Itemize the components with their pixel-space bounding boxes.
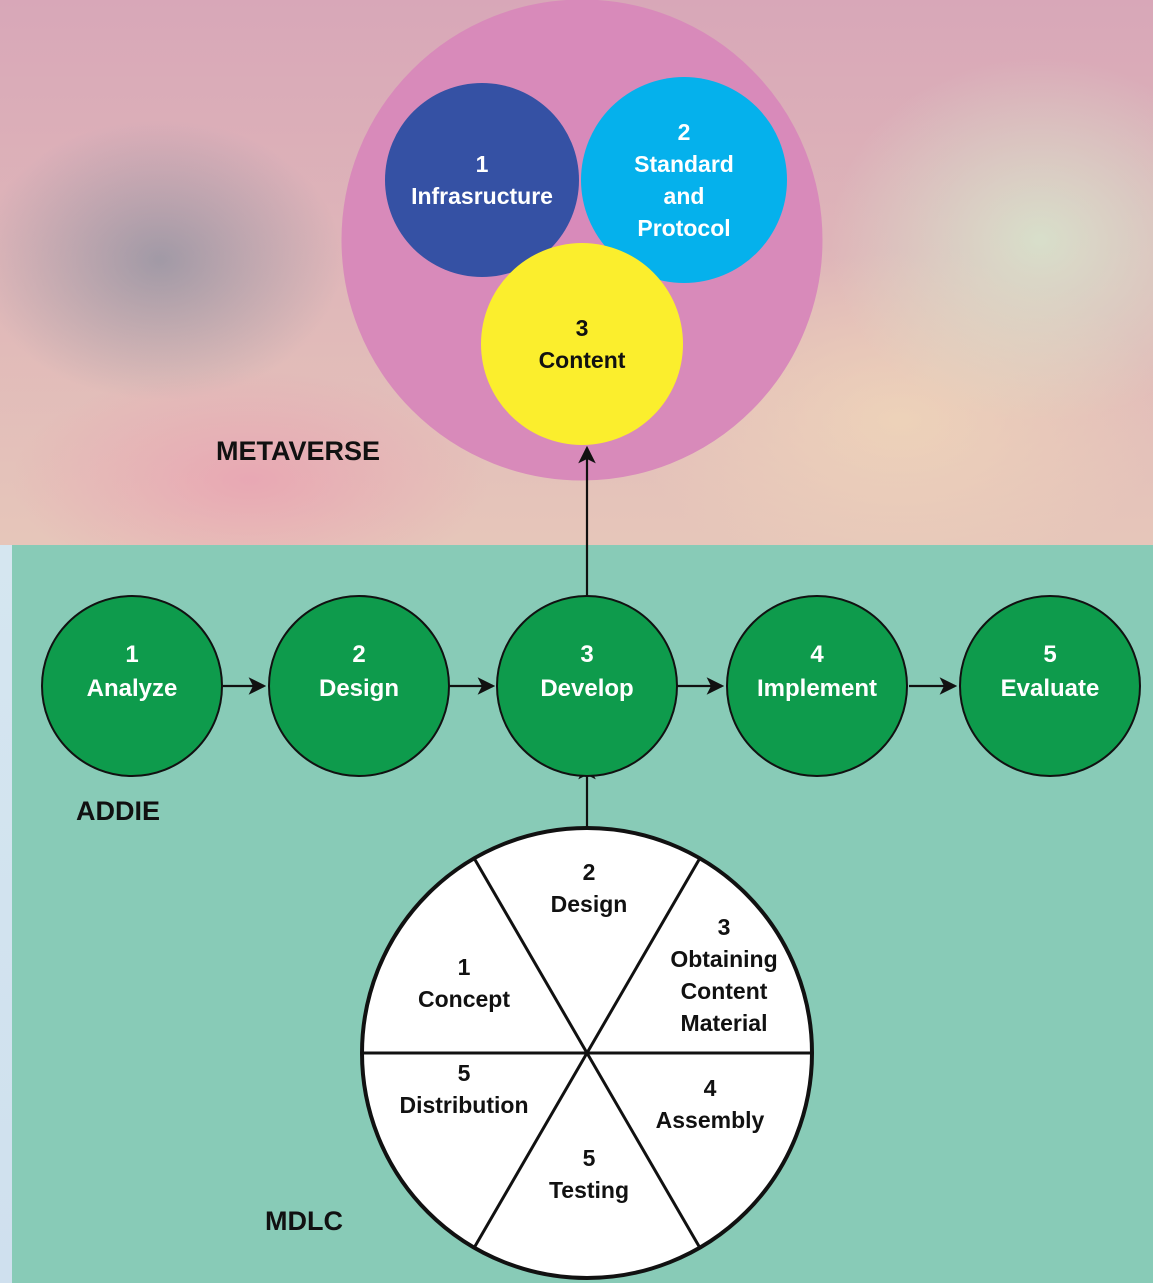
- addie-step-circle: [726, 595, 908, 777]
- mdlc-segment-text: Material: [681, 1010, 768, 1036]
- mdlc-segment-text: Concept: [418, 986, 510, 1012]
- metaverse-item-text: Infrasructure: [411, 183, 553, 209]
- addie-step-number: 1: [125, 641, 138, 668]
- mdlc-segment-text: Distribution: [399, 1092, 528, 1118]
- mdlc-segment-text: Assembly: [656, 1107, 765, 1133]
- addie-step-name: Implement: [757, 675, 877, 702]
- metaverse-item-text: Protocol: [637, 215, 730, 241]
- left-edge-stripe: [0, 545, 12, 1283]
- mdlc-segment-text: Testing: [549, 1177, 629, 1203]
- metaverse-item-text: and: [664, 183, 705, 209]
- addie-step-number: 4: [810, 641, 824, 668]
- addie-title: ADDIE: [76, 796, 160, 826]
- mdlc-segment-number: 5: [458, 1060, 471, 1086]
- connectors: [223, 445, 958, 835]
- metaverse-item-number: 2: [678, 119, 691, 145]
- addie-step-circle: [959, 595, 1141, 777]
- mdlc-segment-text: Content: [681, 978, 768, 1004]
- standard-protocol-circle: [581, 77, 787, 283]
- mdlc-segment-number: 3: [718, 914, 731, 940]
- addie-step-number: 3: [580, 641, 593, 668]
- addie-step-name: Analyze: [87, 675, 178, 702]
- metaverse-item-number: 1: [476, 151, 489, 177]
- metaverse-title: METAVERSE: [216, 436, 380, 466]
- addie-step-circle: [496, 595, 678, 777]
- mdlc-segment-number: 4: [704, 1075, 717, 1101]
- mdlc-divider-diagonal-2: [472, 857, 702, 1249]
- addie-step-number: 2: [352, 641, 365, 668]
- mdlc-segment-text: Design: [551, 891, 628, 917]
- mdlc-segment-number: 1: [458, 954, 471, 980]
- mdlc-segment-text: Obtaining: [670, 946, 777, 972]
- content-circle: [481, 243, 683, 445]
- infrastructure-circle: [385, 83, 579, 277]
- mdlc-segment-number: 2: [583, 859, 596, 885]
- addie-step-circle: [268, 595, 450, 777]
- metaverse-item-text: Content: [539, 347, 626, 373]
- metaverse-item-number: 3: [576, 315, 589, 341]
- addie-step-name: Develop: [540, 675, 633, 702]
- mdlc-segment-number: 5: [583, 1145, 596, 1171]
- addie-step-name: Evaluate: [1001, 675, 1100, 702]
- metaverse-item-text: Standard: [634, 151, 734, 177]
- mdlc-title: MDLC: [265, 1206, 343, 1236]
- addie-step-circle: [41, 595, 223, 777]
- addie-step-name: Design: [319, 675, 399, 702]
- addie-step-number: 5: [1043, 641, 1056, 668]
